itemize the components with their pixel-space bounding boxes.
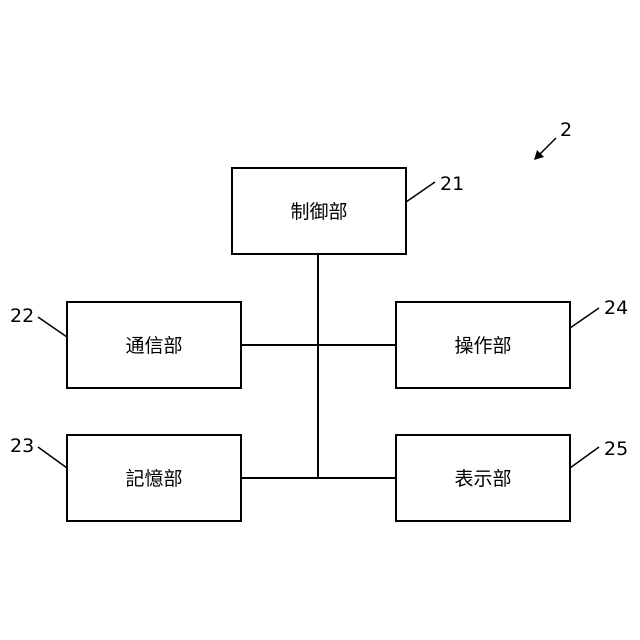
storage-ref-label: 23 <box>10 435 34 457</box>
bus-lines <box>241 255 396 478</box>
communication-block: 通信部 22 <box>10 302 241 388</box>
communication-ref-leader <box>38 317 67 337</box>
display-ref-label: 25 <box>604 438 628 460</box>
communication-ref-label: 22 <box>10 305 34 327</box>
operation-ref-label: 24 <box>604 297 628 319</box>
storage-ref-leader <box>38 447 67 468</box>
control-label: 制御部 <box>290 201 347 223</box>
control-ref-leader <box>406 182 435 202</box>
display-label: 表示部 <box>454 468 511 490</box>
storage-label: 記憶部 <box>125 468 182 490</box>
operation-label: 操作部 <box>454 335 511 357</box>
system-reference: 2 <box>534 119 572 160</box>
display-block: 表示部 25 <box>396 435 628 521</box>
display-ref-leader <box>570 447 599 468</box>
system-ref-label: 2 <box>560 119 572 141</box>
storage-block: 記憶部 23 <box>10 435 241 521</box>
control-block: 制御部 21 <box>232 168 464 254</box>
operation-block: 操作部 24 <box>396 297 628 388</box>
operation-ref-leader <box>570 308 599 328</box>
communication-label: 通信部 <box>125 335 182 357</box>
control-ref-label: 21 <box>440 173 464 195</box>
